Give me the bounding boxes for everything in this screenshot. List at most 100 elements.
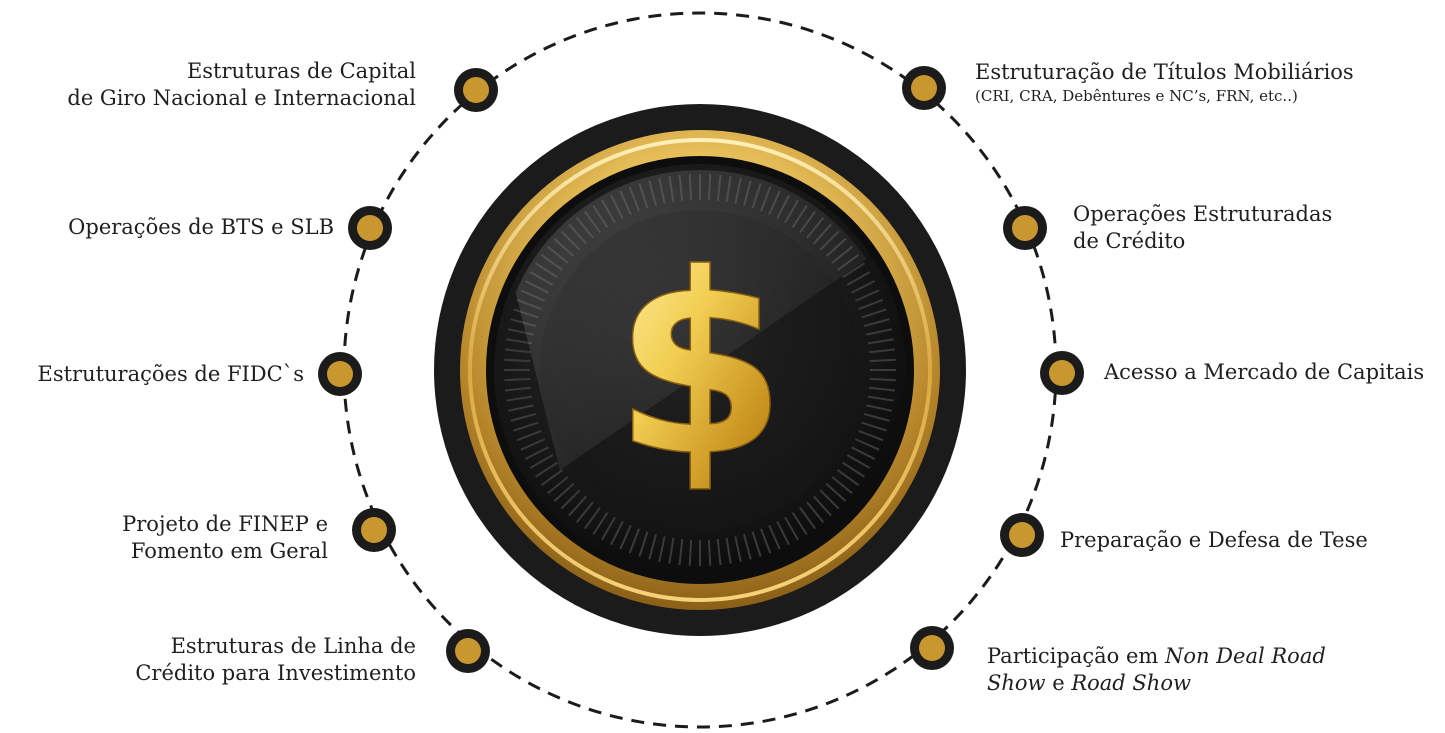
label-mercado-line-1: Acesso a Mercado de Capitais — [1104, 360, 1425, 384]
label-estruturadas-line-2: de Crédito — [1073, 229, 1186, 253]
label-roadshow-line-2-part-1: Show — [987, 671, 1046, 695]
node-fidc — [318, 352, 362, 396]
dollar-sign: $ — [613, 220, 787, 511]
node-linha-credito — [446, 629, 490, 673]
label-linha-credito-line-2: Crédito para Investimento — [135, 661, 416, 685]
coin-tick — [707, 539, 712, 566]
coin-tick — [868, 348, 896, 354]
coin-tick — [575, 501, 594, 523]
label-mercado: Acesso a Mercado de Capitais — [1104, 359, 1424, 386]
label-bts-slb-line-1: Operações de BTS e SLB — [68, 215, 334, 239]
label-finep-line-2: Fomento em Geral — [130, 539, 328, 563]
node-bts-slb — [348, 206, 392, 250]
coin-tick — [648, 533, 657, 560]
node-capital-giro — [454, 68, 498, 112]
coin-tick — [858, 429, 884, 442]
coin-tick — [831, 476, 853, 495]
coin-tick — [540, 469, 564, 487]
coin-tick — [854, 438, 880, 451]
coin-tick — [504, 348, 532, 354]
label-roadshow-line-1-part-1: Participação em — [987, 644, 1165, 668]
label-fidc-line-1: Estruturações de FIDC`s — [37, 362, 304, 386]
coin-tick — [819, 489, 840, 510]
coin-tick — [601, 516, 616, 541]
coin-tick — [825, 483, 847, 502]
coin-tick — [869, 377, 896, 382]
label-roadshow-line-1: Participação em Non Deal Road — [987, 643, 1326, 670]
label-linha-credito-line-1: Estruturas de Linha de — [170, 634, 416, 658]
coin-tick — [836, 469, 860, 487]
node-tese — [1000, 513, 1044, 557]
label-roadshow-line-1-part-2: Non Deal Road — [1164, 644, 1326, 668]
coin-tick — [842, 262, 865, 279]
coin-tick — [524, 446, 549, 460]
label-tese-line-1: Preparação e Defesa de Tese — [1060, 528, 1368, 552]
coin-tick — [858, 298, 884, 311]
coin-tick — [560, 489, 581, 510]
coin-tick — [861, 421, 887, 432]
label-roadshow-line-2-part-2: e — [1045, 671, 1072, 695]
coin-tick — [784, 516, 799, 541]
coin-tick — [851, 446, 876, 460]
coin-tick — [638, 531, 649, 557]
label-capital-giro: Estruturas de Capital de Giro Nacional e… — [67, 58, 416, 112]
coin-tick — [716, 538, 722, 566]
coin-tick — [668, 537, 675, 564]
label-capital-giro-line-1: Estruturas de Capital — [186, 59, 416, 83]
coin-tick — [846, 454, 871, 469]
coin-tick — [658, 536, 666, 562]
coin-tick — [851, 280, 876, 294]
coin-tick — [863, 413, 890, 422]
coin-tick — [506, 395, 533, 402]
coin-tick — [725, 537, 732, 564]
coin-tick — [516, 429, 542, 442]
label-finep-line-1: Projeto de FINEP e — [122, 512, 328, 536]
coin-tick — [529, 454, 554, 469]
label-capital-giro-line-2: de Giro Nacional e Internacional — [67, 86, 416, 110]
coin-tick — [504, 386, 532, 392]
coin-tick — [813, 495, 832, 517]
coin-tick — [866, 328, 892, 336]
coin-tick — [791, 512, 808, 535]
coin-tick — [868, 386, 896, 392]
coin-tick — [568, 495, 587, 517]
coin-tick — [869, 358, 896, 363]
coin-tick — [776, 521, 790, 546]
node-titulos — [902, 66, 946, 110]
coin-tick — [513, 421, 539, 432]
label-linha-credito: Estruturas de Linha de Crédito para Inve… — [135, 633, 416, 687]
coin-tick — [688, 539, 693, 566]
coin-tick — [734, 536, 742, 562]
node-mercado — [1040, 351, 1084, 395]
coin-tick — [508, 404, 534, 412]
coin-tick — [553, 483, 575, 502]
coin-tick — [628, 528, 641, 554]
label-titulos-sub: (CRI, CRA, Debêntures e NC’s, FRN, etc..… — [975, 87, 1298, 105]
label-estruturadas: Operações Estruturadas de Crédito — [1073, 201, 1332, 255]
coin-tick — [863, 318, 890, 327]
label-finep: Projeto de FINEP e Fomento em Geral — [122, 511, 328, 565]
coin-tick — [592, 512, 609, 535]
label-tese: Preparação e Defesa de Tese — [1060, 527, 1368, 554]
dollar-coin-icon: $ — [434, 104, 966, 636]
label-titulos: Estruturação de Títulos Mobiliários (CRI… — [975, 59, 1354, 106]
coin-tick — [806, 501, 825, 523]
label-roadshow-line-2: Show e Road Show — [987, 670, 1326, 697]
coin-tick — [751, 531, 762, 557]
coin-tick — [842, 461, 865, 478]
label-fidc: Estruturações de FIDC`s — [37, 361, 304, 388]
coin-tick — [535, 461, 558, 478]
coin-tick — [678, 538, 684, 566]
node-estruturadas — [1003, 206, 1047, 250]
label-bts-slb: Operações de BTS e SLB — [68, 214, 334, 241]
coin-tick — [510, 413, 537, 422]
label-titulos-line-1: Estruturação de Títulos Mobiliários — [975, 60, 1354, 84]
coin-tick — [867, 395, 894, 402]
label-estruturadas-line-1: Operações Estruturadas — [1073, 202, 1333, 226]
coin-tick — [506, 338, 533, 345]
coin-tick — [610, 521, 624, 546]
coin-tick — [846, 271, 871, 286]
coin-tick — [619, 524, 632, 550]
coin-tick — [768, 524, 781, 550]
